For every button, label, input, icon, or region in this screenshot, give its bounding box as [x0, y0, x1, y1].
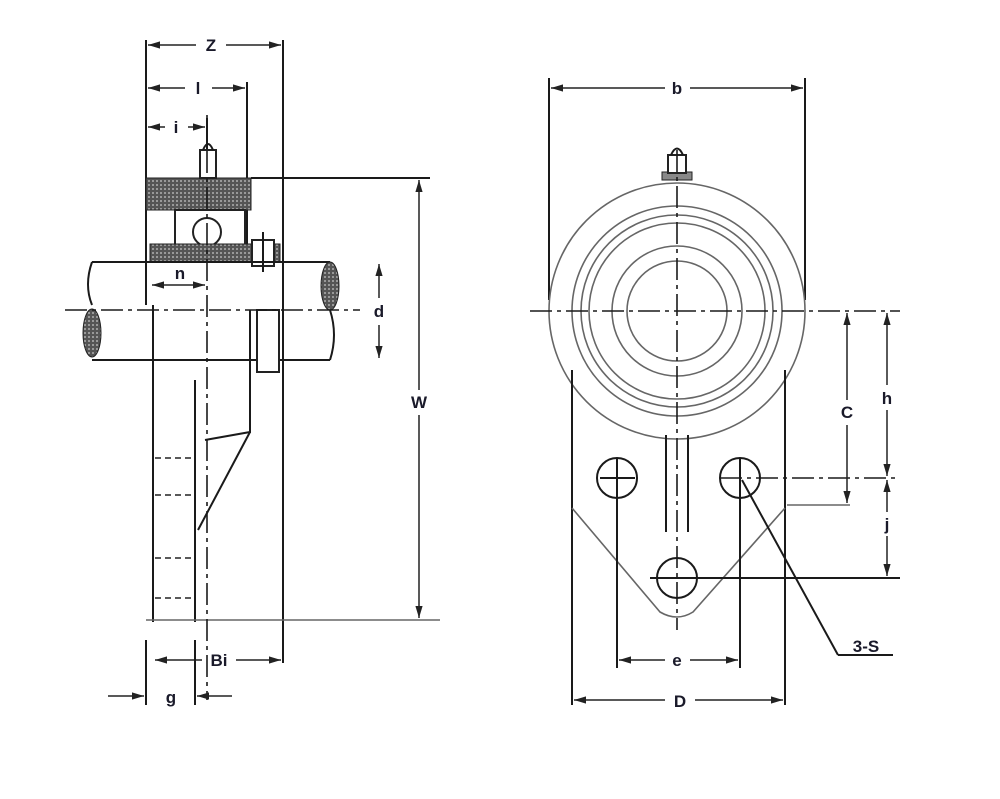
front-view-labels: b C h j e D 3-S — [672, 79, 892, 711]
label-Z: Z — [206, 36, 216, 55]
front-view — [530, 78, 900, 705]
label-n: n — [175, 264, 185, 283]
label-e: e — [672, 651, 681, 670]
label-h: h — [882, 389, 892, 408]
side-view-labels: Z l i n d W Bi g — [166, 36, 428, 707]
side-view — [65, 40, 440, 705]
label-j: j — [884, 515, 890, 534]
label-D: D — [674, 692, 686, 711]
label-Bi: Bi — [211, 651, 228, 670]
label-d: d — [374, 302, 384, 321]
label-i: i — [174, 118, 179, 137]
label-W: W — [411, 393, 428, 412]
label-C: C — [841, 403, 853, 422]
label-b: b — [672, 79, 682, 98]
label-l: l — [196, 79, 201, 98]
label-g: g — [166, 688, 176, 707]
label-3-S: 3-S — [853, 637, 879, 656]
